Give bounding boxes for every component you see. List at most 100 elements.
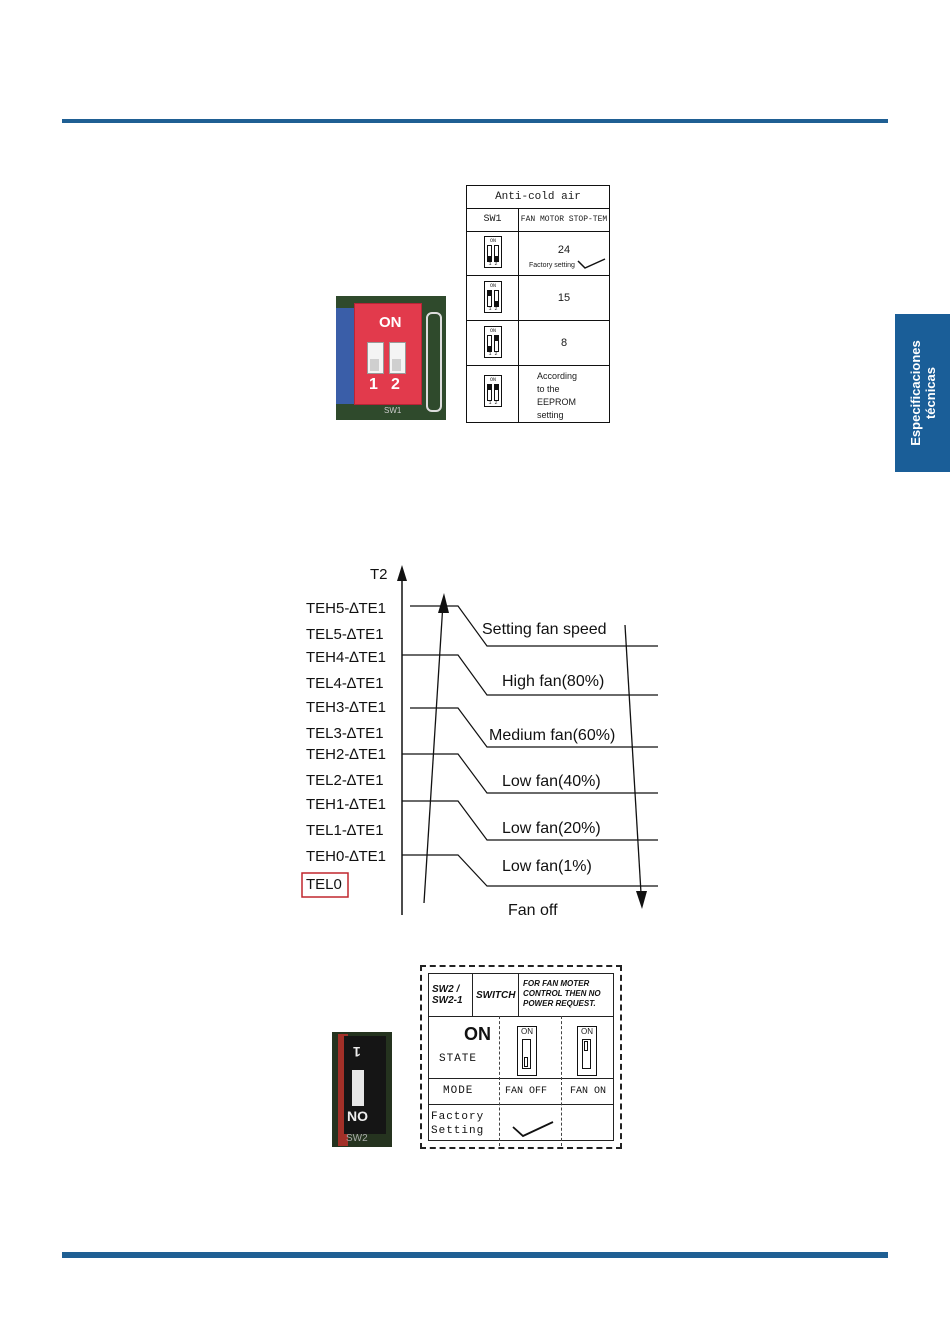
photo-wire bbox=[426, 312, 442, 412]
sw2-dip-switch-photo: 1 NO SW2 bbox=[332, 1032, 392, 1147]
switch-numbers: 1 2 bbox=[488, 261, 498, 267]
switch-slot bbox=[582, 1039, 591, 1069]
photo-board-label: SW2 bbox=[346, 1133, 368, 1144]
eeprom-line: setting bbox=[537, 410, 564, 420]
switch-on-label: ON bbox=[489, 328, 496, 334]
switch-numbers: 1 2 bbox=[488, 306, 498, 312]
row-line bbox=[429, 1016, 613, 1017]
mode-label: MODE bbox=[443, 1085, 474, 1097]
switch-on-label: ON bbox=[521, 1027, 533, 1036]
level-label: TEH0-∆TE1 bbox=[306, 848, 386, 865]
sw2-header-col3-line: CONTROL THEN NO bbox=[523, 989, 601, 998]
mode-fan-on: FAN ON bbox=[570, 1086, 607, 1097]
photo-switch-2 bbox=[389, 342, 406, 374]
section-side-tab[interactable]: Especificaciones técnicas bbox=[895, 314, 950, 472]
row-line bbox=[467, 320, 609, 321]
factory-setting-line: Setting bbox=[431, 1125, 485, 1137]
zone-label: Medium fan(60%) bbox=[489, 727, 615, 744]
switch-fan-on-diagram: ON bbox=[577, 1026, 597, 1076]
row-value: 8 bbox=[560, 337, 568, 349]
sw1-dip-switch-photo: ON 1 2 SW1 bbox=[336, 296, 446, 420]
switch-on-label: ON bbox=[489, 283, 496, 289]
switch-on-label: ON bbox=[489, 238, 496, 244]
switch-on-label: ON bbox=[581, 1027, 593, 1036]
switch-key bbox=[494, 290, 499, 307]
level-label: TEL5-∆TE1 bbox=[306, 626, 384, 643]
switch-key bbox=[487, 384, 492, 401]
row-line bbox=[467, 365, 609, 366]
photo-red-dip-body: ON 1 2 bbox=[354, 303, 422, 405]
y-axis-label: T2 bbox=[370, 566, 388, 583]
switch-on-label: ON bbox=[489, 377, 496, 383]
switch-key bbox=[487, 245, 492, 262]
fan-speed-step-chart: T2 TEH5-∆TE1TEL5-∆TE1TEH4-∆TE1TEL4-∆TE1T… bbox=[301, 565, 658, 919]
level-label: TEL3-∆TE1 bbox=[306, 725, 384, 742]
level-label: TEL1-∆TE1 bbox=[306, 822, 384, 839]
rising-arrowhead bbox=[438, 593, 449, 613]
zone-label: Setting fan speed bbox=[482, 621, 607, 638]
zone-label: High fan(80%) bbox=[502, 673, 604, 690]
switch-knob bbox=[584, 1041, 588, 1051]
row-line bbox=[429, 1104, 613, 1105]
photo-blue-component bbox=[336, 308, 358, 404]
step-line bbox=[402, 854, 658, 887]
switch-diagram: ON 1 2 bbox=[484, 326, 502, 358]
sw2-header-col2: SWITCH bbox=[476, 990, 516, 1001]
switch-diagram: ON 1 2 bbox=[484, 281, 502, 313]
zone-label: Fan off bbox=[508, 902, 558, 919]
falling-arrow-line bbox=[624, 624, 642, 894]
header-rule bbox=[62, 119, 888, 123]
col-divider bbox=[518, 974, 519, 1016]
row-line bbox=[429, 1078, 613, 1079]
photo-switch-body bbox=[344, 1036, 386, 1134]
eeprom-line: According bbox=[537, 371, 578, 381]
level-label: TEL0 bbox=[306, 876, 342, 893]
switch-diagram: ON 1 2 bbox=[484, 236, 502, 268]
zone-label: Low fan(1%) bbox=[502, 858, 592, 875]
eeprom-line: EEPROM bbox=[537, 397, 577, 407]
switch-numbers: 1 2 bbox=[488, 400, 498, 406]
dashed-divider bbox=[561, 1016, 562, 1146]
switch-fan-off-diagram: ON bbox=[517, 1026, 537, 1076]
chart-axes: T2 bbox=[370, 565, 407, 915]
switch-key bbox=[494, 384, 499, 401]
sw2-header-col1-line: SW2 / bbox=[432, 984, 460, 995]
eeprom-note: According to the EEPROM setting bbox=[519, 370, 609, 422]
switch-numbers: 1 2 bbox=[488, 351, 498, 357]
sw2-header-col3-line: FOR FAN MOTER bbox=[523, 979, 590, 988]
switch-key bbox=[494, 335, 499, 352]
factory-setting-line: Factory bbox=[431, 1111, 485, 1123]
switch-knob bbox=[524, 1057, 528, 1067]
switch-key bbox=[487, 290, 492, 307]
side-tab-line-2: técnicas bbox=[922, 366, 938, 420]
rising-arrow-line bbox=[423, 602, 444, 904]
col1-divider bbox=[467, 232, 519, 422]
sw2-header-col3: FOR FAN MOTER CONTROL THEN NO POWER REQU… bbox=[523, 979, 601, 1009]
level-label: TEH1-∆TE1 bbox=[306, 796, 386, 813]
step-line bbox=[410, 605, 658, 647]
side-tab-line-1: Especificaciones bbox=[907, 340, 923, 446]
footer-rule bbox=[62, 1252, 888, 1258]
sw2-header-col1-line: SW2-1 bbox=[432, 995, 463, 1006]
factory-setting-note: Factory setting bbox=[529, 262, 575, 269]
row-value: 15 bbox=[557, 292, 571, 304]
sw2-header-col1: SW2 / SW2-1 bbox=[432, 984, 463, 1006]
step-line bbox=[402, 753, 658, 794]
y-axis-arrowhead bbox=[397, 565, 407, 581]
switch-key bbox=[494, 245, 499, 262]
highlight-box bbox=[301, 872, 349, 898]
photo-red-edge bbox=[338, 1034, 348, 1146]
row-line bbox=[467, 231, 609, 232]
photo-on-label: ON bbox=[379, 314, 402, 331]
col1-header: SW1 bbox=[467, 208, 519, 232]
zone-label: Low fan(20%) bbox=[502, 820, 601, 837]
sw2-header-col3-line: POWER REQUEST. bbox=[523, 999, 596, 1008]
step-line bbox=[402, 654, 658, 696]
col-divider bbox=[472, 974, 473, 1016]
col2-header: FAN MOTOR STOP-TEM bbox=[520, 215, 608, 224]
level-label: TEL2-∆TE1 bbox=[306, 772, 384, 789]
dashed-divider bbox=[499, 1016, 500, 1146]
checkmark-icon bbox=[577, 258, 606, 269]
photo-switch-1 bbox=[367, 342, 384, 374]
photo-switch-on: NO bbox=[347, 1108, 368, 1124]
